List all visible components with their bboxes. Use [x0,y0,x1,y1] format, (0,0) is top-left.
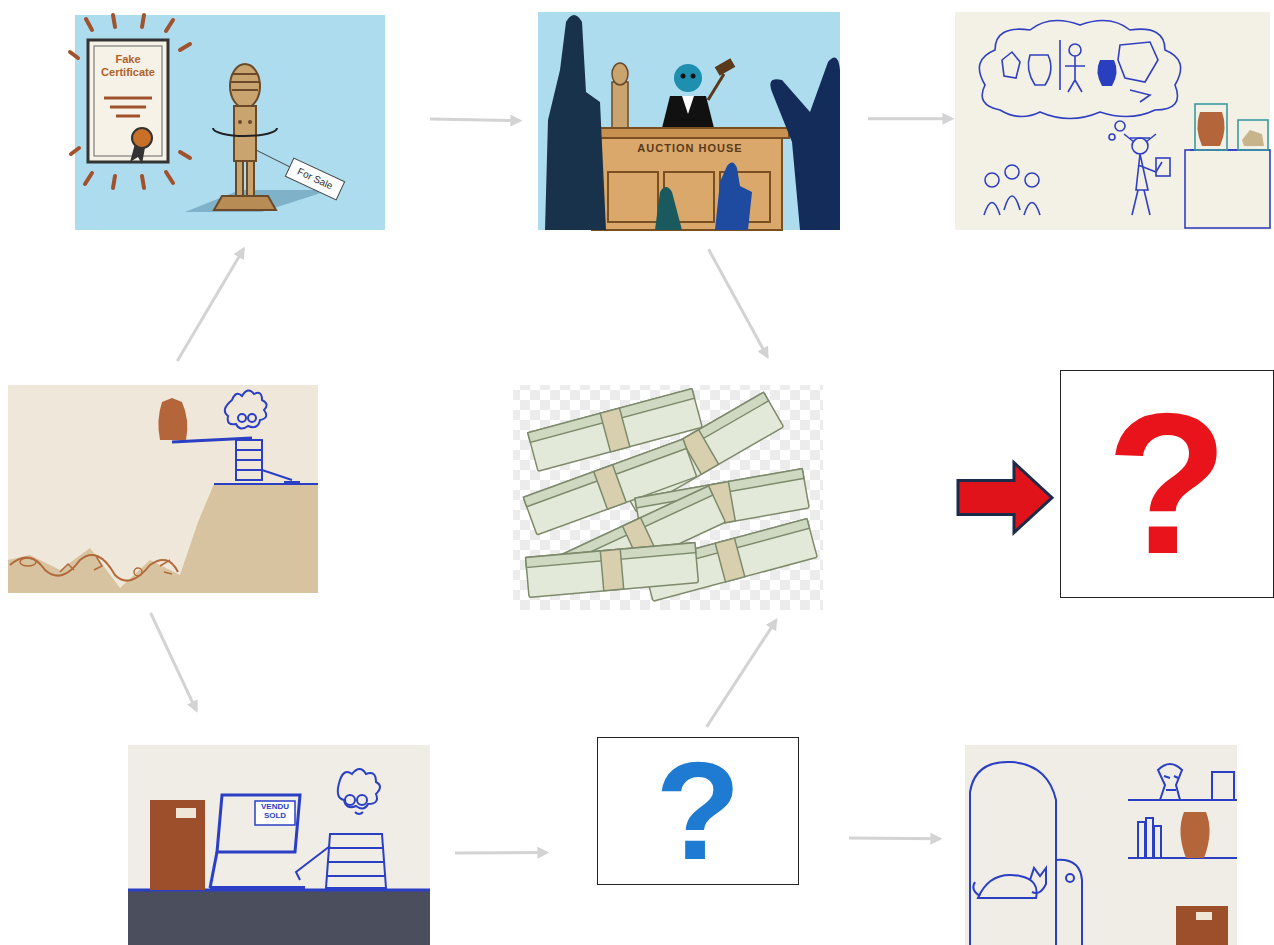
flow-arrow [177,249,243,361]
certificate-title: Fake Certificate [95,53,161,78]
illustration-panel [965,745,1237,945]
money-scene [513,385,823,610]
sold-label: VENDU SOLD [256,803,294,821]
price-tag-text: For Sale [287,162,343,197]
illustration-panel [513,385,823,610]
question-box: ? [1060,370,1274,598]
flow-arrow [707,620,777,727]
desk-sign: AUCTION HOUSE [610,142,770,155]
flow-arrow [430,119,520,121]
text-slot: VENDU SOLD [256,803,294,821]
block-arrow [958,463,1052,533]
digging-scene [8,385,318,593]
flow-arrow [709,249,768,357]
selling-scene [128,745,430,945]
illustration-panel [955,12,1270,230]
flow-arrow [151,613,197,711]
certificate-scene [70,15,385,230]
illustration-panel [8,385,318,593]
flow-arrow [868,117,952,120]
text-slot: Fake Certificate [95,53,161,78]
illustration-panel: VENDU SOLD [128,745,430,945]
illustration-panel: Fake CertificateFor Sale [75,15,385,230]
question-mark: ? [655,741,741,881]
flow-arrow [455,851,547,854]
auction-scene [538,12,840,230]
question-box: ? [597,737,799,885]
living-room-scene [965,745,1237,945]
museum-scene [955,12,1270,230]
text-slot: AUCTION HOUSE [610,142,770,155]
flow-arrow [849,837,940,841]
question-mark: ? [1106,384,1228,584]
illustration-panel: AUCTION HOUSE [538,12,840,230]
text-slot: For Sale [287,162,343,197]
